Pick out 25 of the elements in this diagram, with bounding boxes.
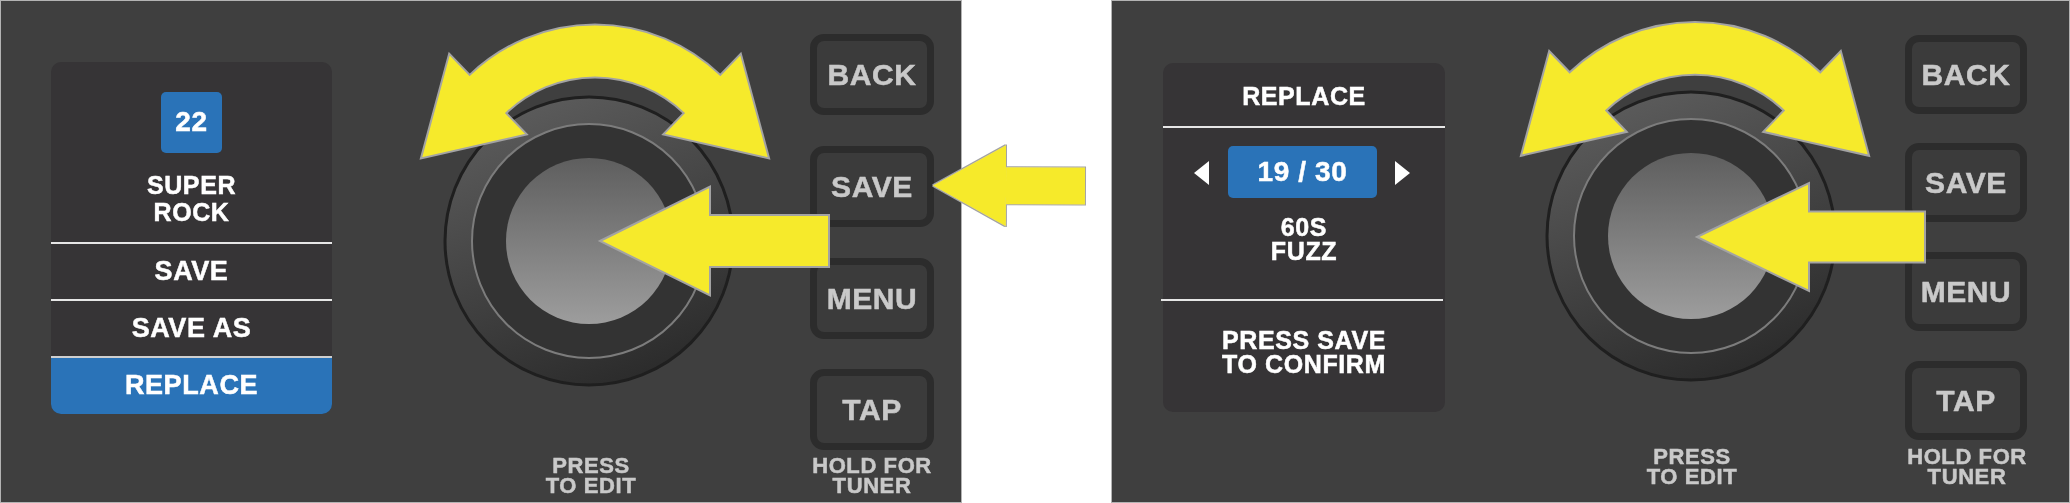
hardware-button: SAVE	[1905, 143, 2027, 222]
menu-item: SAVE	[51, 242, 332, 299]
display-screen	[51, 62, 332, 414]
screen-text: SUPER ROCK	[146, 172, 237, 226]
button-caption: HOLD FOR TUNER	[811, 456, 933, 496]
hardware-button: BACK	[810, 34, 934, 115]
knob-caption: PRESS TO EDIT	[1646, 447, 1738, 487]
control-panel	[1111, 0, 2070, 503]
button-caption: HOLD FOR TUNER	[1906, 447, 2028, 487]
hardware-button: MENU	[810, 258, 934, 339]
knob-caption: PRESS TO EDIT	[545, 456, 637, 496]
hardware-button: MENU	[1905, 252, 2027, 331]
arrow	[932, 145, 1086, 227]
screen-text: PRESS SAVE TO CONFIRM	[1221, 328, 1387, 376]
display-screen	[1163, 63, 1445, 412]
control-panel	[0, 0, 962, 503]
hardware-button: TAP	[1905, 361, 2027, 440]
hardware-button: TAP	[810, 369, 934, 450]
screen-text: 60S FUZZ	[1270, 215, 1338, 263]
hardware-button: BACK	[1905, 35, 2027, 114]
number-badge: 22	[161, 92, 222, 153]
screen-heading: REPLACE	[1241, 81, 1367, 111]
number-badge: 19 / 30	[1228, 146, 1377, 198]
selected-menu-item: REPLACE	[51, 356, 332, 414]
hardware-button: SAVE	[810, 146, 934, 227]
